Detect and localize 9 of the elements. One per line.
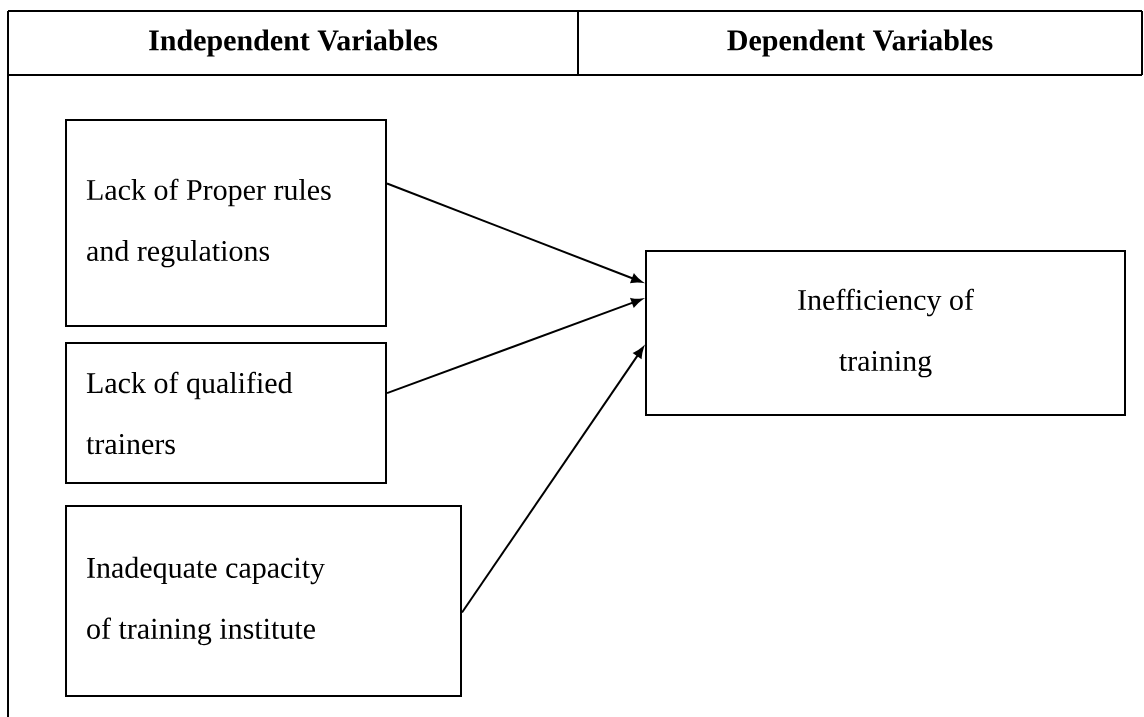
variable-box: Lack of qualified trainers: [65, 342, 387, 484]
variable-box: Inadequate capacity of training institute: [65, 505, 462, 697]
variable-box: Lack of Proper rules and regulations: [65, 119, 387, 327]
column-header: Dependent Variables: [727, 29, 993, 57]
column-header: Independent Variables: [149, 29, 438, 57]
arrow: [461, 346, 644, 614]
arrow: [386, 298, 643, 395]
arrow: [386, 182, 643, 283]
variable-box: Inefficiency of training: [645, 250, 1126, 416]
